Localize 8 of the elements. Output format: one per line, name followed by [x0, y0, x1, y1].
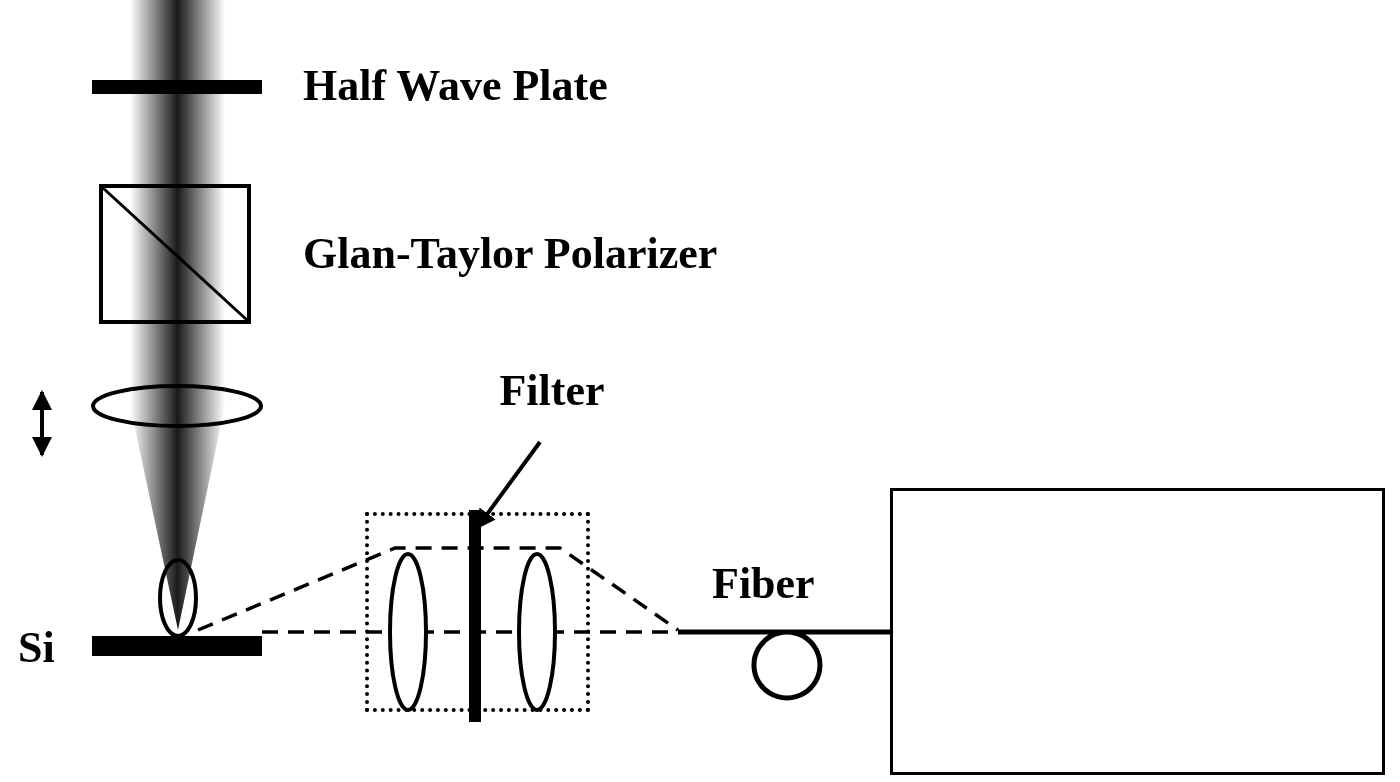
sample-label: Si [18, 626, 55, 670]
filter-label: Filter [482, 366, 622, 416]
component-label: Fiber [712, 562, 815, 606]
spectrometer-box [890, 488, 1385, 775]
component-label: Half Wave Plate [303, 64, 608, 108]
optical-fiber [678, 629, 890, 701]
filter [469, 510, 481, 722]
component-label: Glan-Taylor Polarizer [303, 232, 718, 276]
